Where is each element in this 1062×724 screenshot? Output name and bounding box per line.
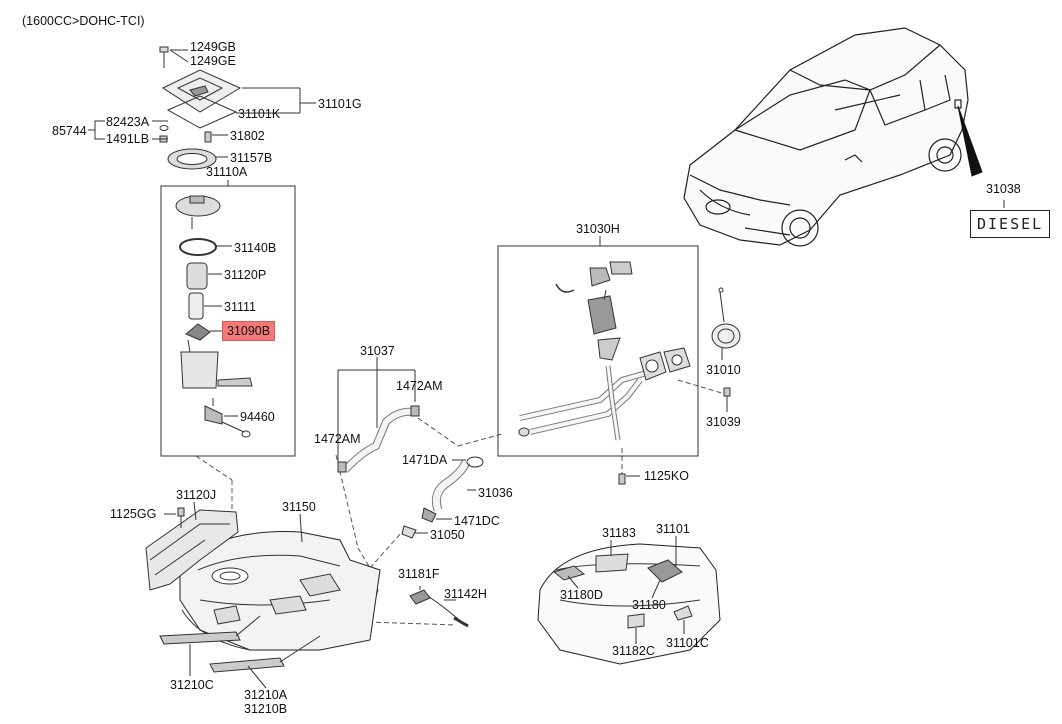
part-label-31210b[interactable]: 31210B bbox=[244, 702, 288, 716]
tank-pad-layout bbox=[537, 543, 721, 665]
part-label-1125ko[interactable]: 1125KO bbox=[644, 469, 689, 483]
part-label-31157b[interactable]: 31157B bbox=[230, 151, 273, 165]
part-label-94460[interactable]: 94460 bbox=[240, 410, 275, 424]
part-label-31802[interactable]: 31802 bbox=[230, 129, 265, 143]
part-label-31111[interactable]: 31111 bbox=[224, 300, 256, 314]
part-label-31142h[interactable]: 31142H bbox=[444, 587, 487, 601]
part-label-31037[interactable]: 31037 bbox=[360, 344, 395, 358]
engine-spec-header: (1600CC>DOHC-TCI) bbox=[22, 14, 145, 28]
part-label-1471dc[interactable]: 1471DC bbox=[454, 514, 500, 528]
diesel-badge: DIESEL bbox=[970, 210, 1051, 238]
part-label-31038[interactable]: 31038 bbox=[986, 182, 1021, 196]
part-label-1249gb[interactable]: 1249GB bbox=[190, 40, 236, 54]
car-illustration bbox=[683, 27, 969, 247]
part-label-31101g[interactable]: 31101G bbox=[318, 97, 362, 111]
part-label-31036[interactable]: 31036 bbox=[478, 486, 513, 500]
part-label-31101[interactable]: 31101 bbox=[656, 522, 690, 536]
part-label-31101k[interactable]: 31101K bbox=[238, 107, 281, 121]
part-label-31183[interactable]: 31183 bbox=[602, 526, 636, 540]
part-label-31150[interactable]: 31150 bbox=[282, 500, 316, 514]
part-label-31210a[interactable]: 31210A bbox=[244, 688, 288, 702]
part-label-31030h[interactable]: 31030H bbox=[576, 222, 620, 236]
part-label-31050[interactable]: 31050 bbox=[430, 528, 465, 542]
part-label-31090b-highlighted[interactable]: 31090B bbox=[222, 321, 276, 341]
part-label-31180d[interactable]: 31180D bbox=[560, 588, 603, 602]
part-label-1125gg[interactable]: 1125GG bbox=[110, 507, 157, 521]
part-label-31180[interactable]: 31180 bbox=[632, 598, 666, 612]
part-label-31210c[interactable]: 31210C bbox=[170, 678, 214, 692]
part-label-31120j[interactable]: 31120J bbox=[176, 488, 217, 502]
part-label-1471da[interactable]: 1471DA bbox=[402, 453, 448, 467]
fuel-door-pointer bbox=[957, 105, 983, 177]
part-label-31182c[interactable]: 31182C bbox=[612, 644, 655, 658]
part-label-1472am-lower[interactable]: 1472AM bbox=[314, 432, 361, 446]
fuel-tank-illustration bbox=[145, 507, 381, 673]
part-label-31110a[interactable]: 31110A bbox=[206, 165, 248, 179]
part-label-31039[interactable]: 31039 bbox=[706, 415, 741, 429]
part-label-31101c[interactable]: 31101C bbox=[666, 636, 709, 650]
part-label-31181f[interactable]: 31181F bbox=[398, 567, 440, 581]
part-label-31120p[interactable]: 31120P bbox=[224, 268, 267, 282]
part-label-82423a[interactable]: 82423A bbox=[106, 115, 150, 129]
part-label-31010[interactable]: 31010 bbox=[706, 363, 741, 377]
part-label-31140b[interactable]: 31140B bbox=[234, 241, 277, 255]
part-label-1491lb[interactable]: 1491LB bbox=[106, 132, 150, 146]
part-label-1249ge[interactable]: 1249GE bbox=[190, 54, 236, 68]
part-label-1472am-upper[interactable]: 1472AM bbox=[396, 379, 443, 393]
part-label-85744[interactable]: 85744 bbox=[52, 124, 87, 138]
